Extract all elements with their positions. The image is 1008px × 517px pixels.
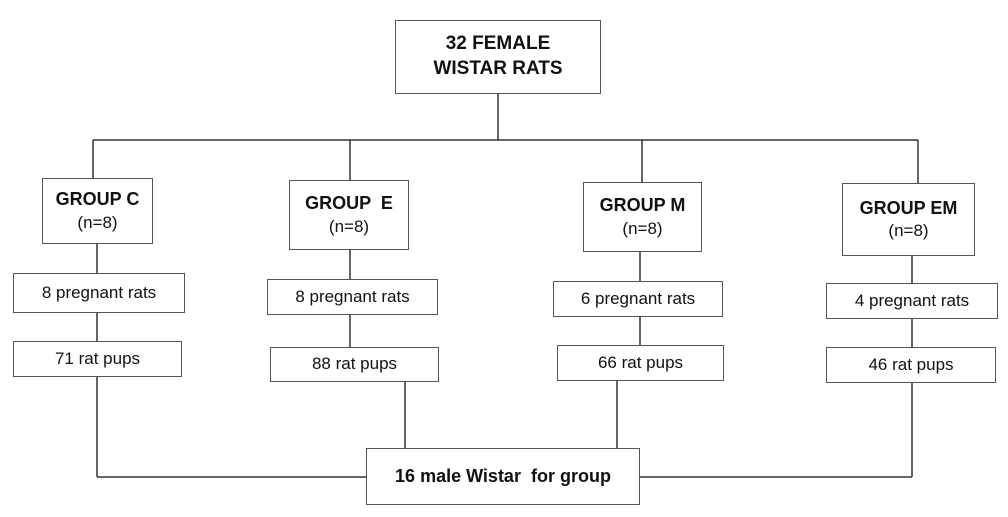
group-c-pups-box: 71 rat pups bbox=[13, 341, 182, 377]
group-m-pups-box: 66 rat pups bbox=[557, 345, 724, 381]
group-c-name: GROUP C bbox=[55, 189, 140, 210]
group-em-pregnant-box: 4 pregnant rats bbox=[826, 283, 998, 319]
group-e-pups: 88 rat pups bbox=[311, 354, 398, 374]
bottom-box: 16 male Wistar for group bbox=[366, 448, 640, 505]
group-em-n: (n=8) bbox=[888, 221, 929, 241]
group-m-n: (n=8) bbox=[622, 218, 663, 238]
group-em-pregnant: 4 pregnant rats bbox=[854, 290, 970, 310]
bottom-label: 16 male Wistar for group bbox=[395, 465, 611, 486]
group-m-pregnant: 6 pregnant rats bbox=[580, 288, 696, 308]
group-m-name: GROUP M bbox=[599, 195, 686, 216]
group-c-box: GROUP C (n=8) bbox=[42, 178, 153, 244]
group-e-n: (n=8) bbox=[328, 216, 370, 236]
group-em-pups: 46 rat pups bbox=[868, 354, 954, 374]
group-e-pregnant: 8 pregnant rats bbox=[295, 286, 410, 306]
root-box: 32 FEMALE WISTAR RATS bbox=[395, 20, 601, 94]
group-c-pregnant: 8 pregnant rats bbox=[41, 282, 157, 302]
group-c-n: (n=8) bbox=[77, 212, 118, 232]
group-c-pregnant-box: 8 pregnant rats bbox=[13, 273, 185, 313]
group-em-pups-box: 46 rat pups bbox=[826, 347, 996, 383]
group-em-box: GROUP EM (n=8) bbox=[842, 183, 975, 256]
group-m-pregnant-box: 6 pregnant rats bbox=[553, 281, 723, 317]
group-c-pups: 71 rat pups bbox=[54, 348, 141, 368]
group-m-box: GROUP M (n=8) bbox=[583, 182, 702, 252]
group-e-pups-box: 88 rat pups bbox=[270, 347, 439, 382]
group-e-name: GROUP E bbox=[305, 193, 393, 214]
root-line2: WISTAR RATS bbox=[433, 58, 563, 79]
group-e-pregnant-box: 8 pregnant rats bbox=[267, 279, 438, 315]
group-e-box: GROUP E (n=8) bbox=[289, 180, 409, 250]
root-line1: 32 FEMALE bbox=[445, 33, 551, 55]
group-m-pups: 66 rat pups bbox=[597, 352, 684, 372]
group-em-name: GROUP EM bbox=[859, 197, 958, 218]
